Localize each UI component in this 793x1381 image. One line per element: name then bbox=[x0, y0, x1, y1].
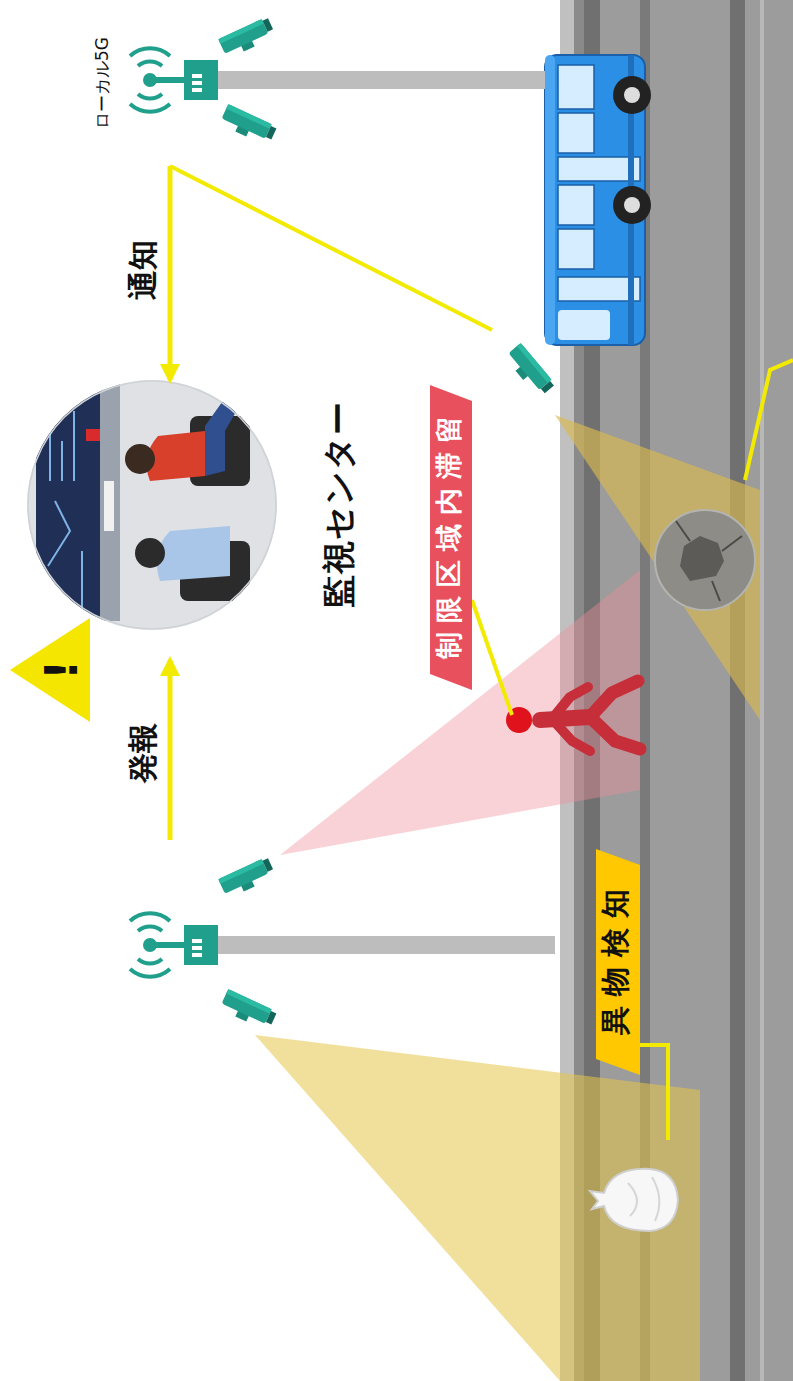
pothole-part bbox=[680, 536, 724, 581]
monitoring-room-illustration-part bbox=[125, 444, 155, 474]
pedestrian-figure bbox=[540, 681, 640, 751]
yellow-lines-part bbox=[168, 660, 173, 840]
top-pole-part bbox=[218, 16, 276, 59]
monitoring-room-illustration bbox=[27, 380, 277, 630]
label-fill bbox=[596, 849, 640, 1075]
node-label: 異物検知 bbox=[599, 849, 632, 1075]
camera-view-cones-part bbox=[255, 1035, 700, 1381]
bus-part bbox=[558, 310, 610, 340]
top-pole-part bbox=[219, 104, 277, 147]
warning-sign-part bbox=[10, 618, 90, 722]
bus-part bbox=[558, 229, 594, 269]
bus-part bbox=[613, 186, 651, 224]
bottom-pole-part bbox=[219, 989, 277, 1032]
node-label: ローカル5G bbox=[93, 10, 113, 156]
warning-symbol: ! bbox=[38, 660, 86, 680]
road-part bbox=[760, 0, 764, 1381]
monitoring-room-illustration-part bbox=[205, 391, 245, 476]
pedestrian-figure-part bbox=[552, 687, 588, 719]
warning-sign bbox=[10, 618, 90, 722]
pothole-part bbox=[676, 521, 742, 601]
antenna-pole: ローカル5G bbox=[85, 15, 200, 166]
yellow-lines-part bbox=[472, 600, 512, 715]
alert-label: 異物検知 bbox=[596, 849, 640, 1075]
edge-label: 通知 bbox=[126, 240, 159, 300]
bus-part bbox=[558, 277, 640, 301]
pedestrian-figure-part bbox=[590, 717, 640, 749]
pothole bbox=[655, 510, 755, 610]
bus-part bbox=[624, 197, 640, 213]
center-circle-outline bbox=[28, 381, 276, 629]
bus-part bbox=[558, 65, 594, 109]
monitoring-room-illustration-part bbox=[104, 481, 114, 531]
bottom-pole bbox=[130, 856, 555, 1031]
bottom-pole-part bbox=[130, 913, 218, 976]
top-pole-part bbox=[200, 71, 545, 89]
label-fill bbox=[430, 385, 472, 690]
plastic-bag-part bbox=[590, 1169, 678, 1231]
monitoring-room-illustration-part bbox=[36, 381, 102, 621]
monitoring-room-illustration-part bbox=[146, 431, 205, 481]
node-label: 監視センター bbox=[320, 350, 358, 660]
monitoring-room-illustration-part bbox=[135, 538, 165, 568]
top-pole-part bbox=[130, 48, 218, 111]
bus-camera bbox=[504, 343, 556, 399]
bottom-pole-part bbox=[200, 936, 555, 954]
bus-part bbox=[558, 185, 594, 225]
bus-part bbox=[545, 55, 645, 345]
pothole-part bbox=[655, 510, 755, 610]
monitoring-center: 監視センター bbox=[27, 380, 277, 630]
monitoring-room-illustration-part bbox=[86, 429, 100, 441]
plastic-bag bbox=[590, 1169, 678, 1231]
top-pole bbox=[130, 16, 545, 146]
yellow-lines bbox=[170, 166, 793, 1140]
monitoring-room-illustration-part bbox=[100, 381, 120, 621]
bus-part bbox=[545, 55, 555, 345]
camera-view-cones-part bbox=[555, 415, 760, 720]
monitoring-room-illustration-part bbox=[157, 526, 230, 581]
bus-part bbox=[624, 87, 640, 103]
pedestrian-figure-part bbox=[552, 719, 590, 751]
bus-part bbox=[613, 76, 651, 114]
bus bbox=[545, 55, 651, 345]
yellow-lines-part bbox=[745, 360, 793, 480]
node-label: 制限区域内滞留 bbox=[433, 385, 464, 690]
yellow-lines-part bbox=[170, 166, 492, 330]
bus-part bbox=[558, 157, 640, 181]
plastic-bag-part bbox=[628, 1177, 659, 1221]
pedestrian-figure-part bbox=[590, 681, 638, 717]
signal-label: 発報 bbox=[126, 723, 159, 783]
monitoring-room-illustration-part bbox=[27, 380, 277, 630]
notify-arrow bbox=[168, 166, 173, 380]
alert-label: 制限区域内滞留 bbox=[430, 385, 472, 690]
center-circle bbox=[27, 380, 277, 630]
bottom-pole-part bbox=[218, 856, 276, 899]
yellow-lines-part bbox=[640, 1045, 668, 1140]
bus-part bbox=[558, 113, 594, 153]
